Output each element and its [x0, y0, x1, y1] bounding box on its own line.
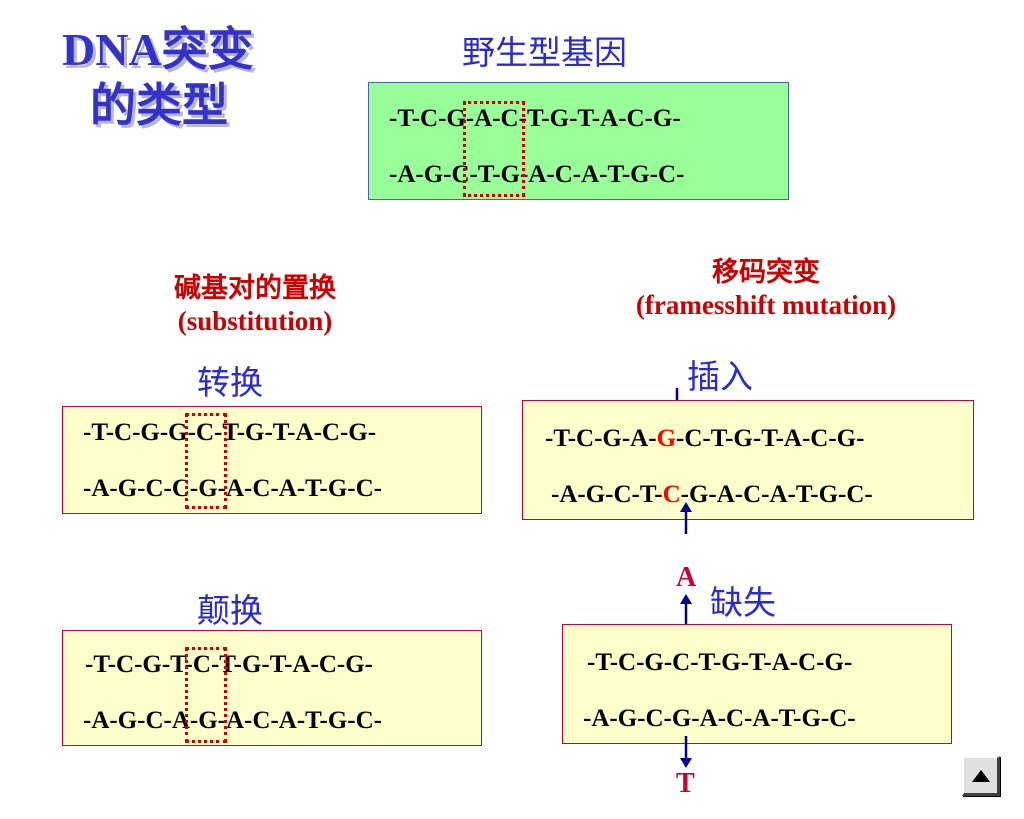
insertion-bottom-prefix: -A-G-C-T- [551, 481, 663, 508]
transition-bottom-strand: -A-G-C-C-G-A-C-A-T-G-C- [83, 475, 382, 502]
deletion-box: -T-C-G-C-T-G-T-A-C-G- -A-G-C-G-A-C-A-T-G… [562, 624, 952, 744]
transversion-label: 颠换 [197, 594, 263, 630]
substitution-heading-en: (substitution) [177, 306, 333, 336]
transversion-bottom-strand: -A-G-C-A-G-A-C-A-T-G-C- [83, 707, 382, 734]
insertion-top-suffix: -C-T-G-T-A-C-G- [676, 425, 865, 452]
insertion-bottom-suffix: -G-A-C-A-T-G-C- [680, 481, 873, 508]
transversion-top-strand: -T-C-G-T-C-T-G-T-A-C-G- [85, 651, 373, 678]
deletion-removed-top-base: A [676, 562, 697, 593]
insertion-top-inserted-base: G [656, 425, 677, 452]
insertion-bottom-arrow-icon [680, 502, 692, 534]
deletion-bottom-arrow-icon [680, 736, 692, 768]
transversion-highlight-box [185, 647, 227, 743]
wild-type-top-strand: -T-C-G-A-C-T-G-T-A-C-G- [389, 105, 681, 132]
deletion-bottom-strand: -A-G-C-G-A-C-A-T-G-C- [583, 705, 856, 732]
wild-type-bottom-strand: -A-G-C-T-G-A-C-A-T-G-C- [389, 161, 685, 188]
nav-up-button[interactable] [962, 756, 1000, 796]
transition-top-strand: -T-C-G-G-C-T-G-T-A-C-G- [83, 419, 377, 446]
insertion-top-strand: -T-C-G-A-G-C-T-G-T-A-C-G- [545, 425, 864, 453]
deletion-top-strand: -T-C-G-C-T-G-T-A-C-G- [587, 649, 853, 676]
frameshift-heading-en: (framesshift mutation) [635, 290, 897, 320]
substitution-heading: 碱基对的置换 (substitution) [150, 272, 360, 338]
deletion-removed-bottom-base: T [676, 768, 695, 799]
transition-highlight-box [185, 413, 227, 509]
frameshift-heading: 移码突变 (framesshift mutation) [596, 256, 936, 322]
insertion-label: 插入 [687, 360, 753, 396]
substitution-heading-cn: 碱基对的置换 [174, 273, 336, 303]
insertion-bottom-strand: -A-G-C-T-C-G-A-C-A-T-G-C- [551, 481, 873, 509]
wild-type-highlight-box [463, 101, 525, 197]
insertion-box: -T-C-G-A-G-C-T-G-T-A-C-G- -A-G-C-T-C-G-A… [522, 400, 974, 520]
insertion-top-prefix: -T-C-G-A- [545, 425, 657, 452]
title-line-1: DNA突变 [62, 24, 254, 75]
wild-type-box: -T-C-G-A-C-T-G-T-A-C-G- -A-G-C-T-G-A-C-A… [368, 82, 789, 200]
transition-label: 转换 [197, 366, 263, 402]
title-line-2: 的类型 [90, 80, 228, 131]
triangle-up-icon [972, 770, 990, 782]
insertion-bottom-inserted-base: C [662, 481, 681, 508]
slide-title: DNA突变 的类型 [62, 22, 254, 134]
wild-type-heading: 野生型基因 [462, 36, 627, 72]
deletion-label: 缺失 [710, 586, 776, 622]
transition-box: -T-C-G-G-C-T-G-T-A-C-G- -A-G-C-C-G-A-C-A… [62, 406, 482, 514]
transversion-box: -T-C-G-T-C-T-G-T-A-C-G- -A-G-C-A-G-A-C-A… [62, 630, 482, 746]
frameshift-heading-cn: 移码突变 [712, 257, 820, 287]
